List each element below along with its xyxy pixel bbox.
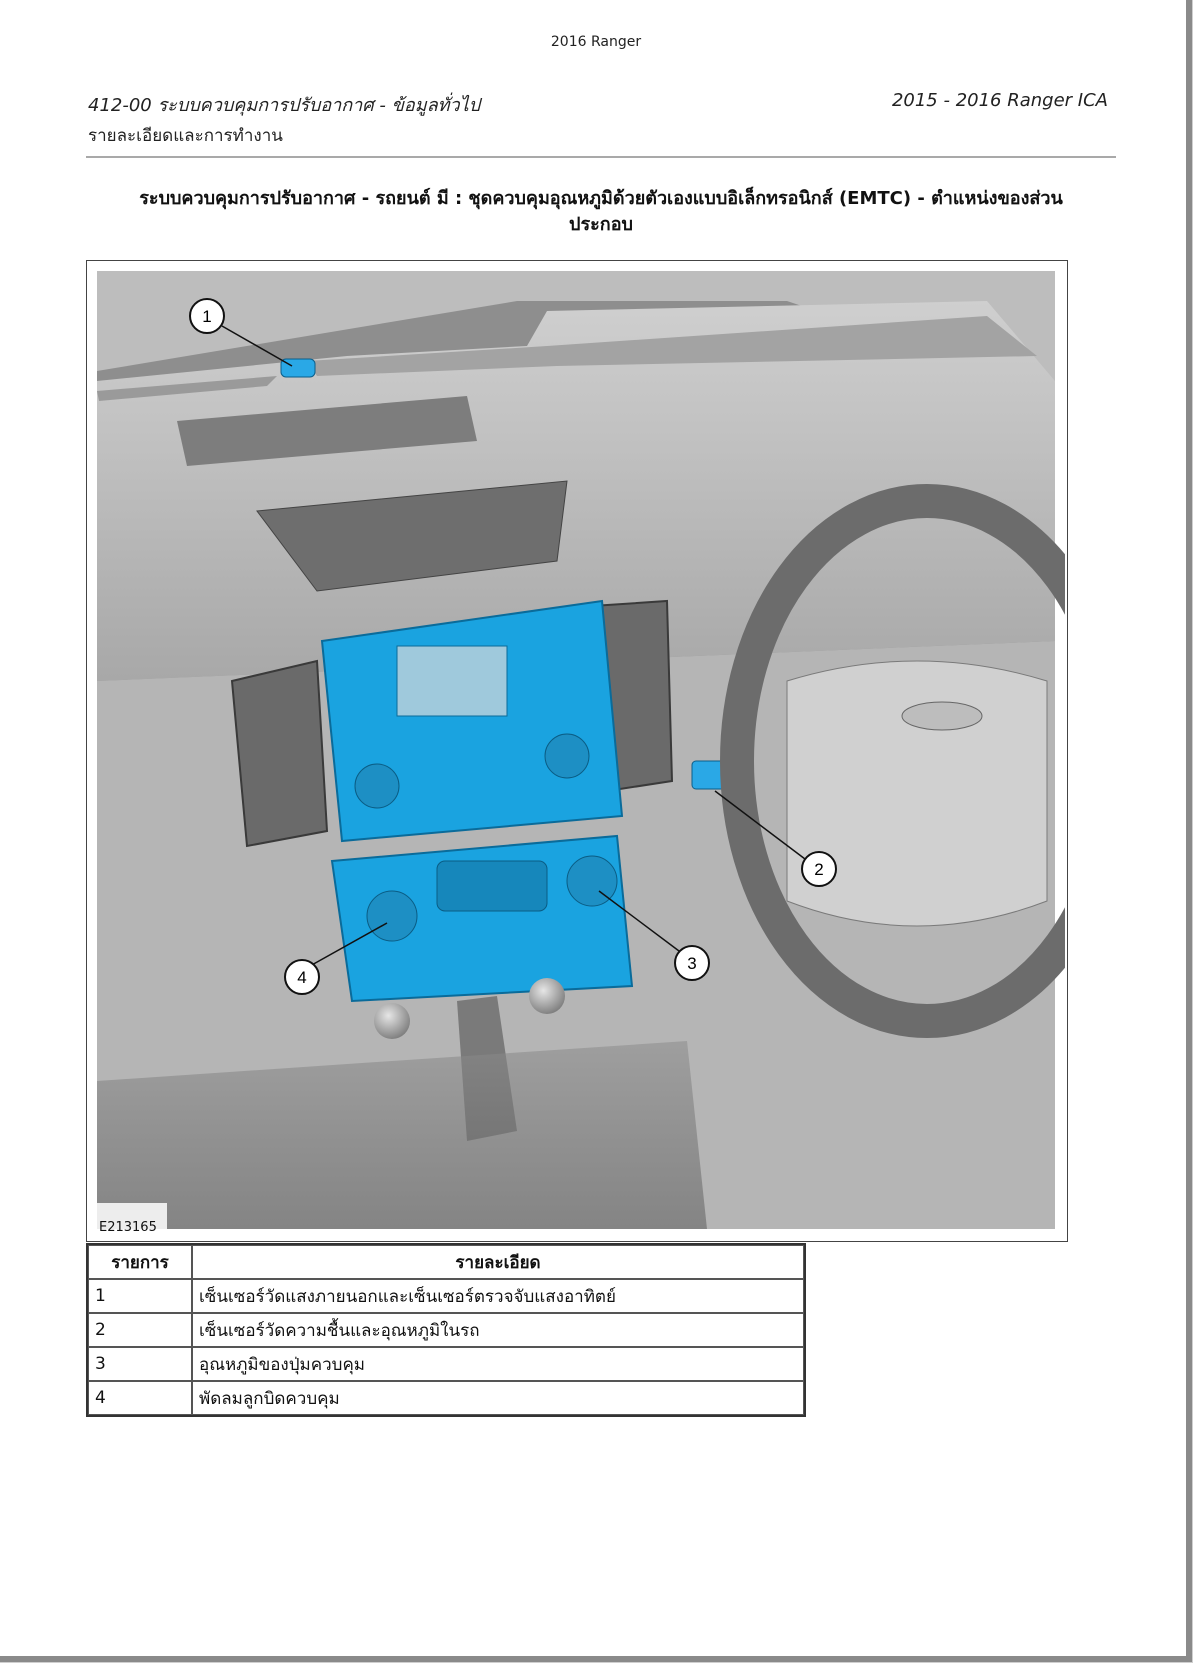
item-number: 4: [88, 1381, 192, 1415]
callout-4: 4: [284, 959, 320, 995]
section-code: 412-00 ระบบควบคุมการปรับอากาศ - ข้อมูลทั…: [88, 95, 481, 116]
callout-1: 1: [189, 298, 225, 334]
callout-2-label: 2: [814, 860, 823, 879]
audio-left-knob: [354, 763, 400, 809]
display-screen: [396, 645, 508, 717]
steering-wheel-hub: [786, 660, 1048, 927]
component-location-figure: 1 2 3 4 E213165: [86, 260, 1068, 1242]
callout-2: 2: [801, 851, 837, 887]
audio-right-knob: [544, 733, 590, 779]
dashboard-illustration: 1 2 3 4: [97, 271, 1065, 1229]
page-title: ระบบควบคุมการปรับอากาศ - รถยนต์ มี : ชุด…: [86, 186, 1116, 238]
callout-4-label: 4: [297, 968, 306, 987]
defrost-vent-left: [97, 376, 277, 401]
page-title-line2: ประกอบ: [569, 214, 633, 235]
table-row: 2 เซ็นเซอร์วัดความชื้นและอุณหภูมิในรถ: [88, 1313, 804, 1347]
component-table: รายการ รายละเอียด 1 เซ็นเซอร์วัดแสงภายนอ…: [86, 1243, 806, 1417]
speaker-grille: [177, 396, 477, 466]
figure-id: E213165: [99, 1220, 157, 1235]
center-top-vent: [256, 480, 568, 592]
steering-wheel-rim: [720, 484, 1065, 1038]
table-row: 3 อุณหภูมิของปุ่มควบคุม: [88, 1347, 804, 1381]
callout-1-leader: [221, 325, 293, 367]
left-air-vent: [230, 659, 329, 848]
item-number: 3: [88, 1347, 192, 1381]
item-description: พัดลมลูกบิดควบคุม: [192, 1381, 804, 1415]
lower-right-knob: [529, 978, 565, 1014]
column-header-item: รายการ: [88, 1245, 192, 1279]
item-number: 1: [88, 1279, 192, 1313]
sunload-sensor-highlight: [280, 358, 316, 378]
item-description: เซ็นเซอร์วัดแสงภายนอกและเซ็นเซอร์ตรวจจับ…: [192, 1279, 804, 1313]
column-header-description: รายละเอียด: [192, 1245, 804, 1279]
item-description: เซ็นเซอร์วัดความชื้นและอุณหภูมิในรถ: [192, 1313, 804, 1347]
table-row: 1 เซ็นเซอร์วัดแสงภายนอกและเซ็นเซอร์ตรวจจ…: [88, 1279, 804, 1313]
windshield-top: [97, 271, 1055, 391]
section-subtitle: รายละเอียดและการทำงาน: [88, 126, 283, 146]
callout-3-label: 3: [687, 954, 696, 973]
model-range: 2015 - 2016 Ranger ICA: [891, 90, 1108, 111]
steering-logo: [901, 701, 983, 731]
table-header-row: รายการ รายละเอียด: [88, 1245, 804, 1279]
item-number: 2: [88, 1313, 192, 1347]
fan-control-knob: [366, 890, 418, 942]
page-title-line1: ระบบควบคุมการปรับอากาศ - รถยนต์ มี : ชุด…: [139, 188, 1063, 209]
center-console: [97, 1041, 707, 1229]
callout-2-leader: [714, 790, 806, 860]
table-row: 4 พัดลมลูกบิดควบคุม: [88, 1381, 804, 1415]
figure-id-backdrop: [97, 1203, 167, 1229]
temperature-control-knob: [566, 855, 618, 907]
callout-4-leader: [309, 922, 388, 967]
climate-buttons: [436, 860, 548, 912]
climate-panel-highlight: [330, 834, 634, 1003]
document-top-title: 2016 Ranger: [550, 34, 642, 50]
item-description: อุณหภูมิของปุ่มควบคุม: [192, 1347, 804, 1381]
header-divider: [86, 156, 1116, 158]
lower-left-knob: [374, 1003, 410, 1039]
defrost-vent-right: [307, 316, 1037, 376]
callout-3-leader: [598, 890, 680, 952]
callout-1-label: 1: [202, 307, 211, 326]
callout-3: 3: [674, 945, 710, 981]
